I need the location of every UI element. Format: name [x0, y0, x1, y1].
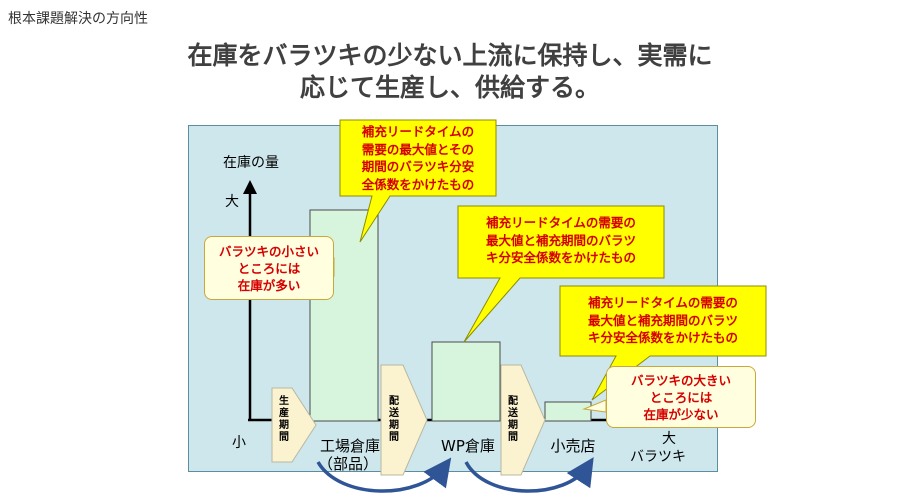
production-period-label: 生産期間	[279, 396, 289, 443]
chevron-delivery-period-1	[380, 364, 428, 476]
y-axis-high-label: 大	[225, 194, 239, 210]
y-axis-label: 在庫の量	[223, 155, 279, 171]
callout-retail-text: 補充リードタイムの需要の最大値と補充期間のバラツキ分安全係数をかけたもの	[587, 295, 738, 345]
x-axis-high-label: 大	[662, 431, 676, 447]
location-factory-sub-label: （部品）	[317, 455, 378, 473]
delivery-period-2-label: 配送期間	[508, 396, 518, 443]
bar-factory-inventory	[309, 209, 379, 422]
location-retail-label: 小売店	[550, 437, 596, 455]
callout-factory	[339, 119, 497, 243]
callout-wp	[457, 205, 665, 343]
x-axis-variability-label: バラツキ	[630, 449, 686, 465]
y-axis-arrow-icon	[243, 180, 257, 194]
slide-title-line2: 応じて生産し、供給する。	[299, 73, 600, 102]
bar-retail-inventory	[544, 401, 592, 422]
flow-arrow-factory-to-wp	[316, 457, 452, 493]
chevron-delivery-period-2	[500, 364, 546, 476]
chevron-production-period	[271, 387, 317, 463]
location-factory-label: 工場倉庫	[319, 437, 380, 455]
flow-arrow-wp-to-retail	[464, 457, 594, 493]
y-axis-low-label: 小	[232, 435, 246, 451]
callout-factory-text: 補充リードタイムの需要の最大値とその期間のバラツキ分安全係数をかけたもの	[361, 124, 475, 192]
section-label: 根本課題解決の方向性	[8, 11, 148, 27]
note-high-variability: バラツキの大きいところには在庫が少ない	[606, 366, 756, 428]
note-low-variability: バラツキの小さいところには在庫が多い	[204, 236, 334, 300]
slide-title-line1: 在庫をバラツキの少ない上流に保持し、実需に	[187, 41, 713, 70]
bar-wp-inventory	[431, 341, 501, 422]
delivery-period-1-label: 配送期間	[389, 396, 399, 443]
location-wp-label: WP倉庫	[441, 437, 495, 455]
callout-wp-text: 補充リードタイムの需要の最大値と補充期間のバラツキ分安全係数をかけたもの	[485, 215, 636, 265]
